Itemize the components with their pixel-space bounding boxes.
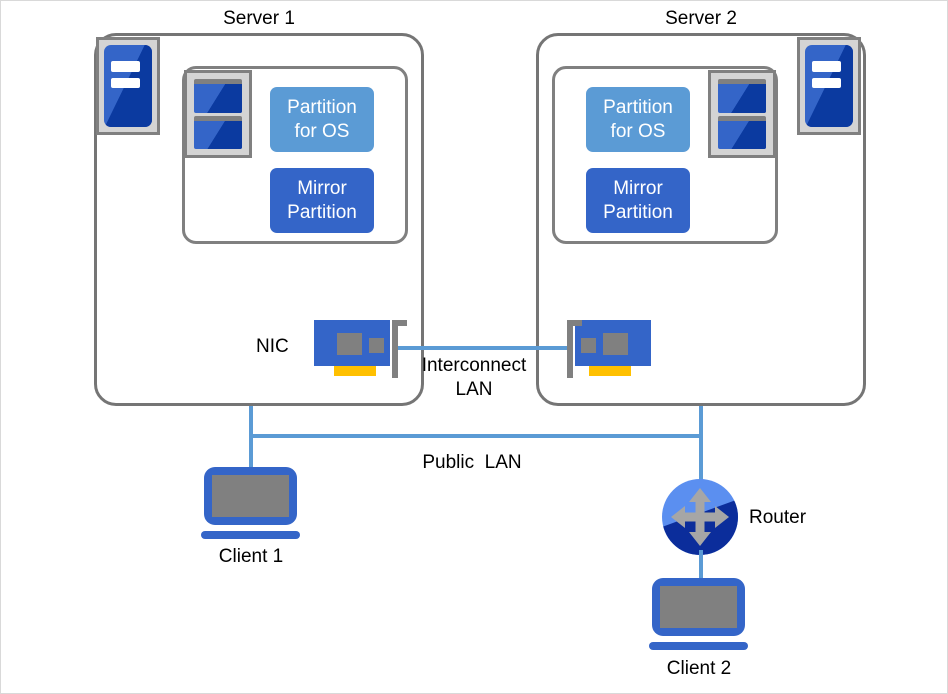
interconnect-lan-label-line2: LAN — [455, 379, 493, 400]
partition-mirror-line1: Mirror — [613, 177, 663, 199]
partition-os-line1: Partition — [287, 96, 357, 118]
nic-card-icon-server2 — [564, 320, 651, 380]
router-client2-link — [699, 550, 703, 583]
router-icon[interactable] — [662, 479, 738, 555]
client2-label: Client 2 — [666, 658, 732, 679]
nic-card-icon-server1 — [314, 320, 407, 380]
router-label: Router — [749, 507, 807, 528]
server1-container[interactable] — [94, 33, 424, 406]
server2-downlink — [699, 406, 703, 484]
server2-container[interactable] — [536, 33, 866, 406]
laptop-icon-client1[interactable] — [201, 467, 300, 539]
public-lan-label: Public LAN — [422, 452, 522, 473]
partition-mirror-line2: Partition — [287, 201, 357, 223]
server-tower-icon — [96, 37, 160, 135]
laptop-icon-client2[interactable] — [649, 578, 748, 650]
router-arrows-icon — [671, 488, 729, 546]
server2-title: Server 2 — [665, 8, 737, 29]
server2-partition-mirror[interactable]: Mirror Partition — [586, 168, 690, 233]
server2-partition-os[interactable]: Partition for OS — [586, 87, 690, 152]
disk-array-icon — [708, 70, 776, 158]
server1-partition-os[interactable]: Partition for OS — [270, 87, 374, 152]
server-tower-icon — [797, 37, 861, 135]
nic-label: NIC — [256, 336, 289, 357]
partition-os-line2: for OS — [610, 120, 666, 142]
disk-array-icon — [184, 70, 252, 158]
server1-storage-container[interactable] — [182, 66, 408, 244]
server1-title: Server 1 — [223, 8, 295, 29]
interconnect-lan-line — [393, 346, 573, 350]
partition-os-line1: Partition — [603, 96, 673, 118]
partition-mirror-line1: Mirror — [297, 177, 347, 199]
interconnect-lan-label-line1: Interconnect — [421, 355, 527, 376]
server1-partition-mirror[interactable]: Mirror Partition — [270, 168, 374, 233]
public-lan-bus — [249, 434, 701, 438]
partition-os-line2: for OS — [294, 120, 350, 142]
server2-storage-container[interactable] — [552, 66, 778, 244]
partition-mirror-line2: Partition — [603, 201, 673, 223]
client1-label: Client 1 — [218, 546, 284, 567]
